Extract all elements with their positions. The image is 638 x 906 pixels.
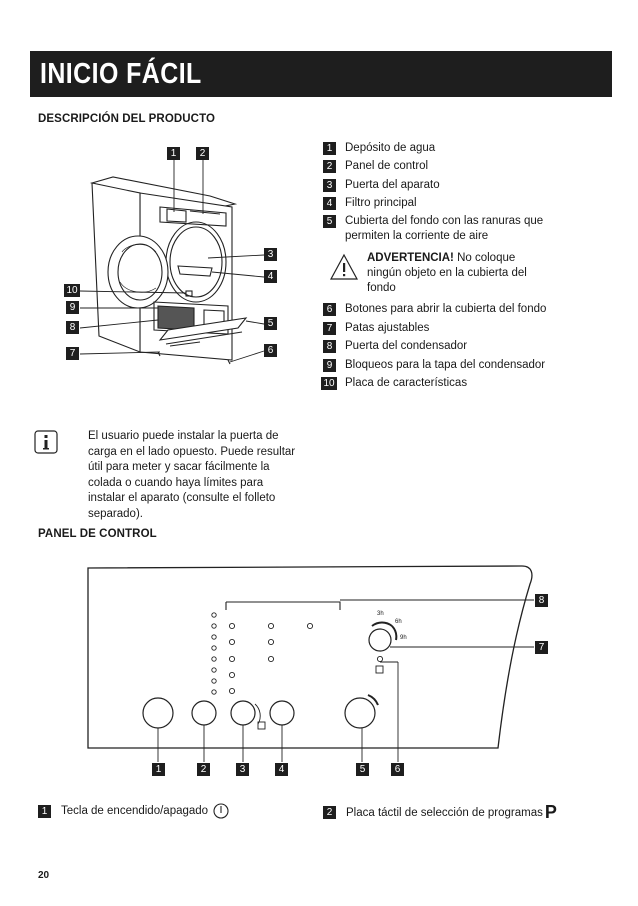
panel-callout-1: 1 <box>152 763 165 776</box>
section-title-panel: PANEL DE CONTROL <box>38 528 157 540</box>
list-item: 6 Botones para abrir la cubierta del fon… <box>323 302 585 317</box>
panel-callout-3: 3 <box>236 763 249 776</box>
list-item: 7 Patas ajustables <box>323 321 555 336</box>
warning-text: ADVERTENCIA! No coloque ningún objeto en… <box>367 252 527 294</box>
power-icon <box>213 803 229 819</box>
list-item: 10 Placa de características <box>321 376 555 391</box>
panel-callout-5: 5 <box>356 763 369 776</box>
list-item: 4 Filtro principal <box>323 196 555 211</box>
callout-6: 6 <box>264 344 277 357</box>
callout-4: 4 <box>264 270 277 283</box>
callout-10: 10 <box>64 284 80 297</box>
title-banner: INICIO FÁCIL <box>30 51 612 97</box>
callout-3: 3 <box>264 248 277 261</box>
panel-callout-7: 7 <box>535 641 548 654</box>
list-item: 5 Cubierta del fondo con las ranuras que… <box>323 214 555 244</box>
callout-7: 7 <box>66 347 79 360</box>
info-icon <box>34 430 58 454</box>
list-item: 2 Placa táctil de selección de programas… <box>323 802 557 823</box>
dial-label-9h: 9h <box>400 635 407 641</box>
page-title: INICIO FÁCIL <box>40 58 202 90</box>
list-item: 8 Puerta del condensador <box>323 339 555 354</box>
dial-label-3h: 3h <box>377 611 384 617</box>
list-item: 3 Puerta del aparato <box>323 178 555 193</box>
section-title-product: DESCRIPCIÓN DEL PRODUCTO <box>38 113 216 125</box>
list-item: 1 Tecla de encendido/apagado <box>38 802 230 820</box>
callout-2: 2 <box>196 147 209 160</box>
page-number: 20 <box>38 870 50 881</box>
list-item: 1 Depósito de agua <box>323 141 555 156</box>
warning-triangle-icon <box>329 253 359 280</box>
callout-8: 8 <box>66 321 79 334</box>
list-item: 9 Bloqueos para la tapa del condensador <box>323 358 555 373</box>
info-note-text: El usuario puede instalar la puerta de c… <box>88 430 296 520</box>
panel-callout-2: 2 <box>197 763 210 776</box>
dial-label-6h: 6h <box>395 619 402 625</box>
panel-callout-8: 8 <box>535 594 548 607</box>
program-symbol-icon: P <box>544 802 557 822</box>
callout-9: 9 <box>66 301 79 314</box>
callout-1: 1 <box>167 147 180 160</box>
panel-callout-4: 4 <box>275 763 288 776</box>
panel-callout-6: 6 <box>391 763 404 776</box>
list-item: 2 Panel de control <box>323 159 555 174</box>
callout-5: 5 <box>264 317 277 330</box>
